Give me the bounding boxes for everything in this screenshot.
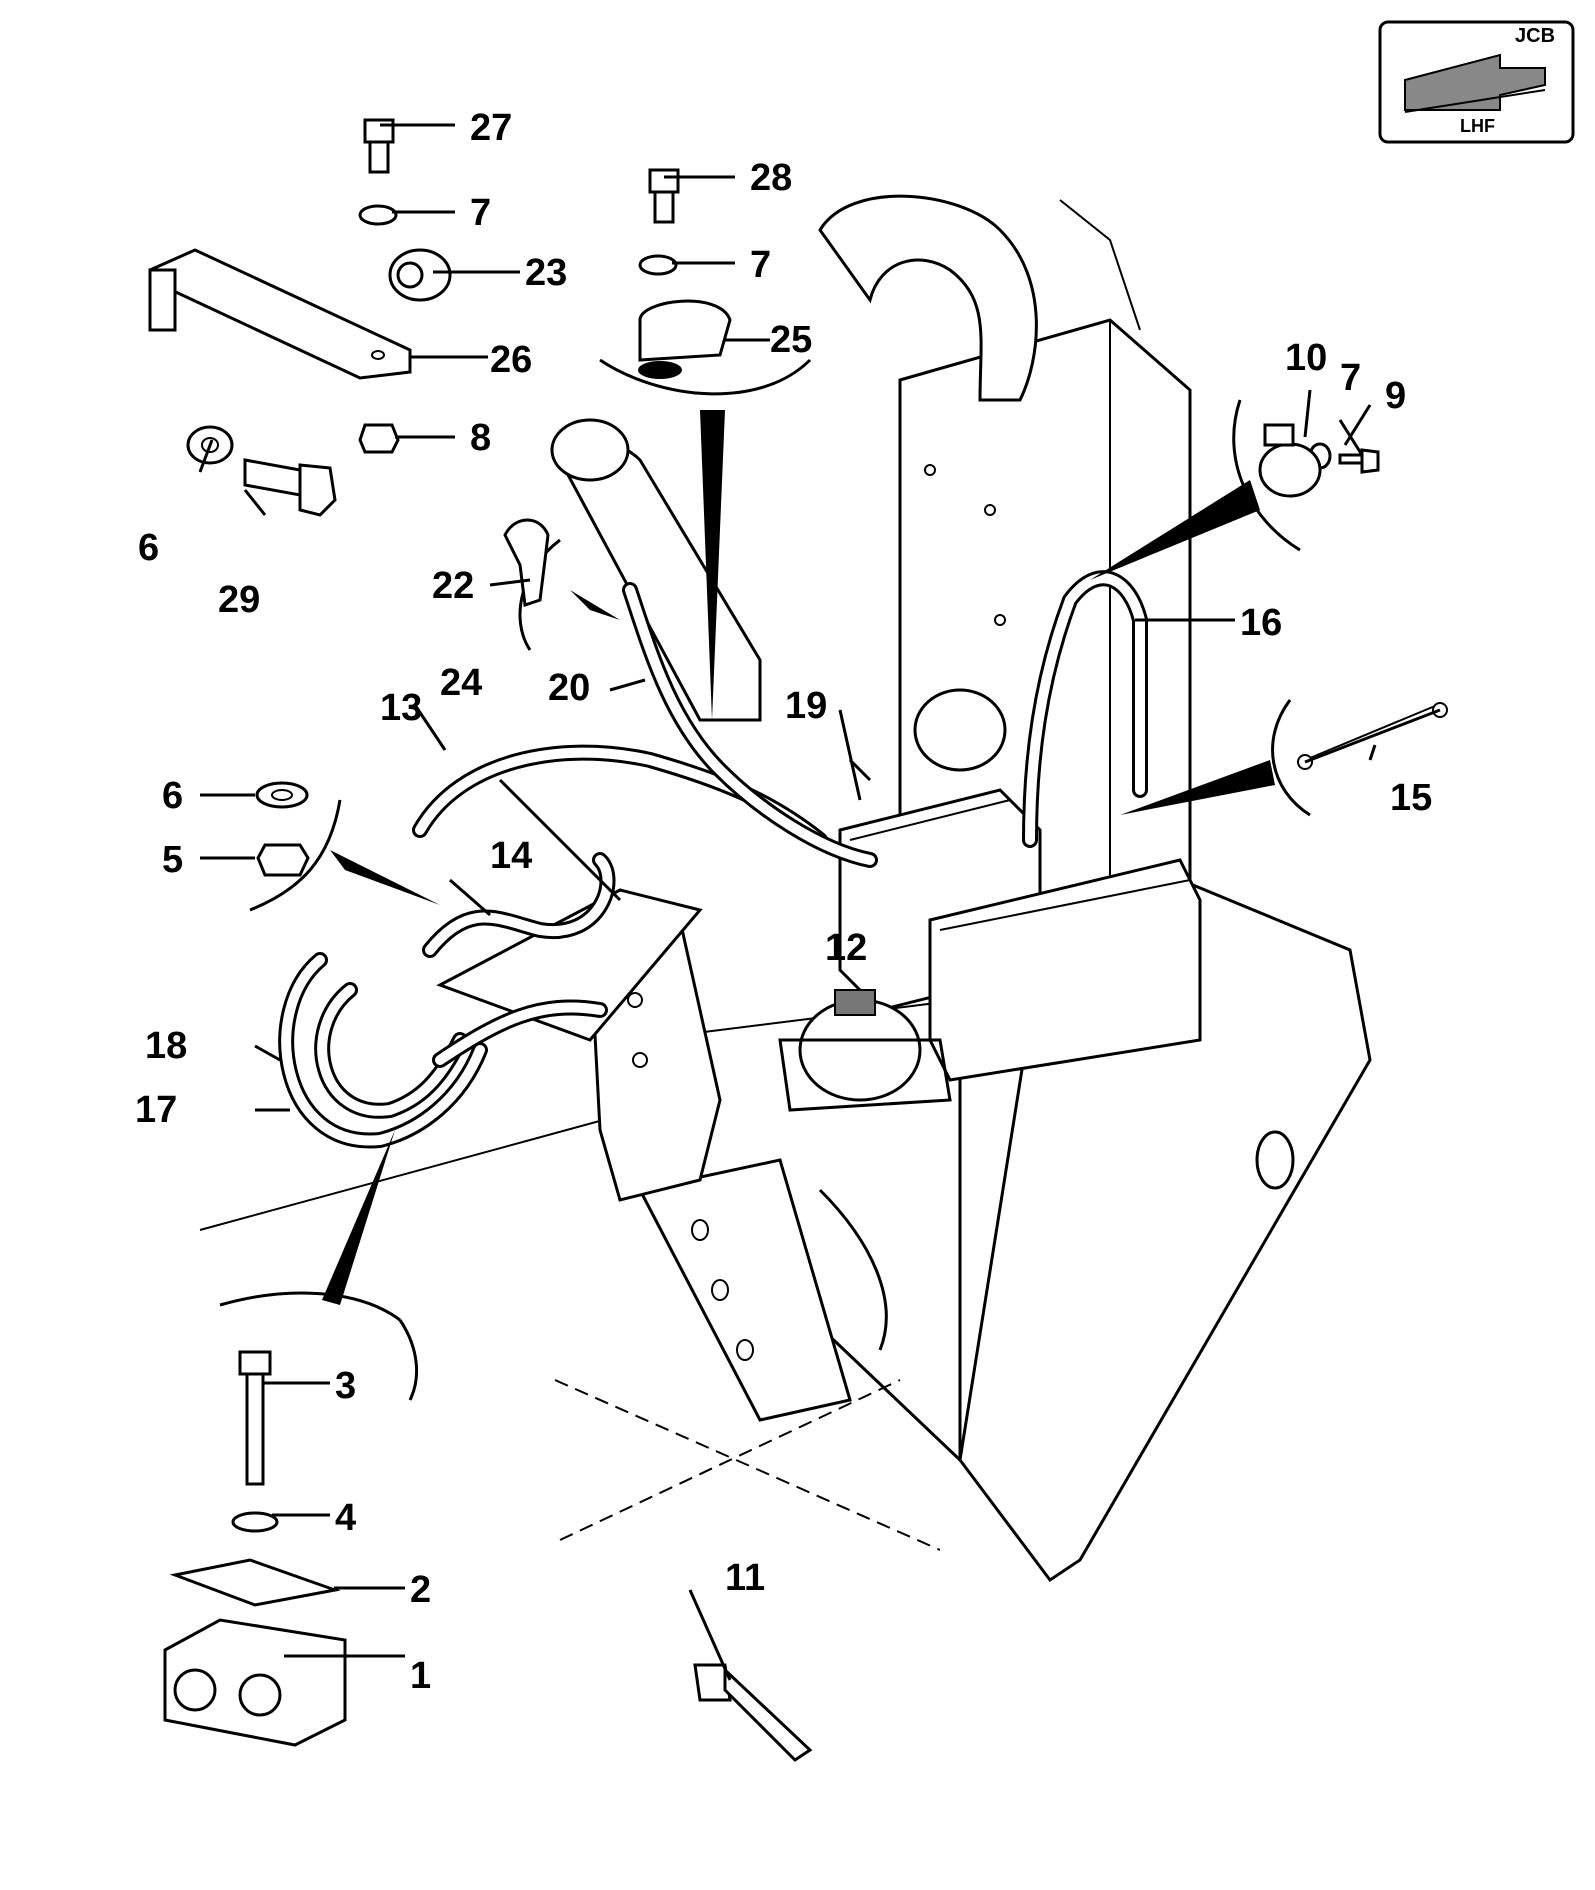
callout-14: 14: [490, 835, 532, 877]
callout-24: 24: [440, 662, 482, 704]
callout-10: 10: [1285, 337, 1327, 379]
callout-13: 13: [380, 687, 422, 729]
callout-1: 1: [410, 1655, 431, 1697]
callout-11: 11: [725, 1557, 765, 1599]
callout-17: 17: [135, 1089, 177, 1131]
callout-labels: 1 2 3 4 5 6 6 7 7 7 8 9 10 11 12 13 14 1…: [135, 107, 1432, 1697]
callout-3: 3: [335, 1365, 356, 1407]
callout-18: 18: [145, 1025, 187, 1067]
callout-15: 15: [1390, 777, 1432, 819]
view-label: LHF: [1460, 116, 1495, 136]
callout-6-nut: 6: [162, 775, 183, 817]
callout-7-pclip: 7: [1340, 357, 1361, 399]
direction-arrow-icon: [1404, 53, 1546, 111]
callout-7-bracket: 7: [470, 192, 491, 234]
callout-5: 5: [162, 839, 183, 881]
view-orientation-badge: JCB LHF: [1378, 20, 1575, 144]
brand-logo: JCB: [1515, 25, 1555, 47]
callout-19: 19: [785, 685, 827, 727]
callout-9: 9: [1385, 375, 1406, 417]
callout-26: 26: [490, 339, 532, 381]
callout-4: 4: [335, 1497, 356, 1539]
callout-27: 27: [470, 107, 512, 149]
callout-2: 2: [410, 1569, 431, 1611]
callout-6-bracket: 6: [138, 527, 159, 569]
callout-16: 16: [1240, 602, 1282, 644]
callout-23: 23: [525, 252, 567, 294]
callout-7-clamp: 7: [750, 244, 771, 286]
machine-frame-drawing: [199, 194, 1372, 1583]
callout-12: 12: [825, 927, 867, 969]
callout-28: 28: [750, 157, 792, 199]
callout-25: 25: [770, 319, 812, 361]
callout-20: 20: [548, 667, 590, 709]
callout-22: 22: [432, 565, 474, 607]
leader-lines: [198, 123, 1377, 1681]
callout-29: 29: [218, 579, 260, 621]
loose-parts: [148, 118, 1448, 1772]
detail-bubbles: [219, 358, 1311, 1401]
callout-8: 8: [470, 417, 491, 459]
